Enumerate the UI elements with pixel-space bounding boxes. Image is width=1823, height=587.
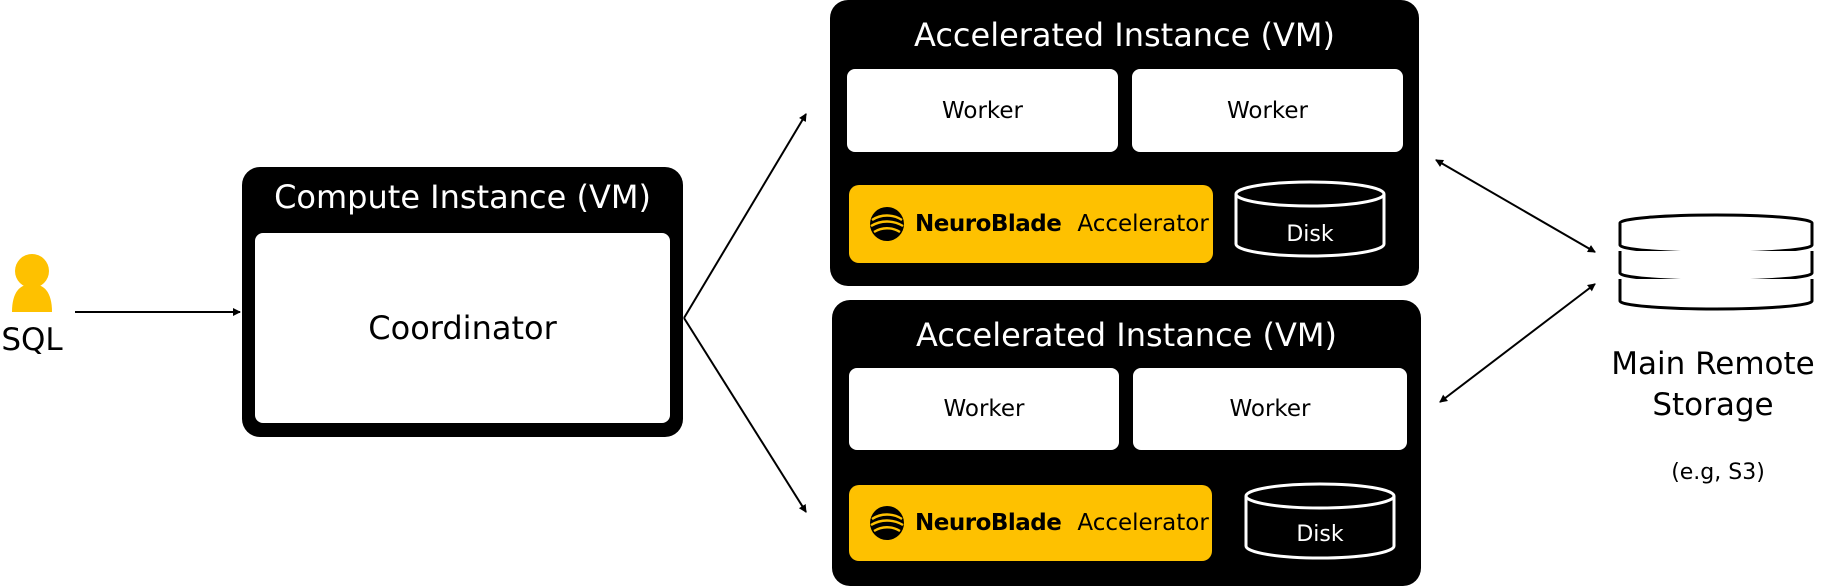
disk-icon — [1244, 482, 1396, 560]
arrow-compute-to-accel-bottom — [683, 317, 807, 513]
storage-label-line1: Main Remote — [1611, 346, 1815, 382]
accelerator-label: Accelerator — [1077, 211, 1209, 237]
neuroblade-accelerator: NeuroBlade Accelerator — [849, 185, 1213, 263]
user-icon — [12, 254, 52, 312]
arrow-accel-bottom-storage — [1439, 283, 1596, 403]
accelerator-label: Accelerator — [1077, 510, 1209, 536]
disk-icon — [1234, 180, 1386, 258]
neuroblade-logo-icon — [870, 207, 904, 241]
coordinator-box: Coordinator — [255, 233, 670, 423]
worker-box: Worker — [1132, 69, 1403, 152]
disk-label: Disk — [1286, 222, 1334, 247]
neuroblade-accelerator: NeuroBlade Accelerator — [849, 485, 1212, 561]
worker-box: Worker — [849, 368, 1119, 450]
arrow-compute-to-accel-top — [683, 113, 807, 319]
storage-label-line2: Storage — [1652, 387, 1774, 423]
storage-stack-icon — [1618, 213, 1814, 311]
accelerated-instance-title: Accelerated Instance (VM) — [913, 16, 1335, 54]
accelerated-instance-title: Accelerated Instance (VM) — [915, 316, 1337, 354]
compute-instance-title: Compute Instance (VM) — [274, 178, 651, 216]
neuroblade-brand: NeuroBlade — [915, 211, 1062, 237]
sql-label: SQL — [1, 322, 63, 358]
accelerated-instance-1: Accelerated Instance (VM) Worker Worker … — [830, 0, 1419, 286]
worker-box: Worker — [847, 69, 1118, 152]
storage-note: (e.g, S3) — [1671, 460, 1765, 485]
compute-instance: Compute Instance (VM) Coordinator — [242, 167, 683, 437]
accelerated-instance-2: Accelerated Instance (VM) Worker Worker … — [832, 300, 1421, 586]
neuroblade-brand: NeuroBlade — [915, 510, 1062, 536]
neuroblade-logo-icon — [870, 506, 904, 540]
worker-box: Worker — [1133, 368, 1407, 450]
disk-label: Disk — [1296, 522, 1344, 547]
arrow-accel-top-storage — [1435, 159, 1596, 253]
